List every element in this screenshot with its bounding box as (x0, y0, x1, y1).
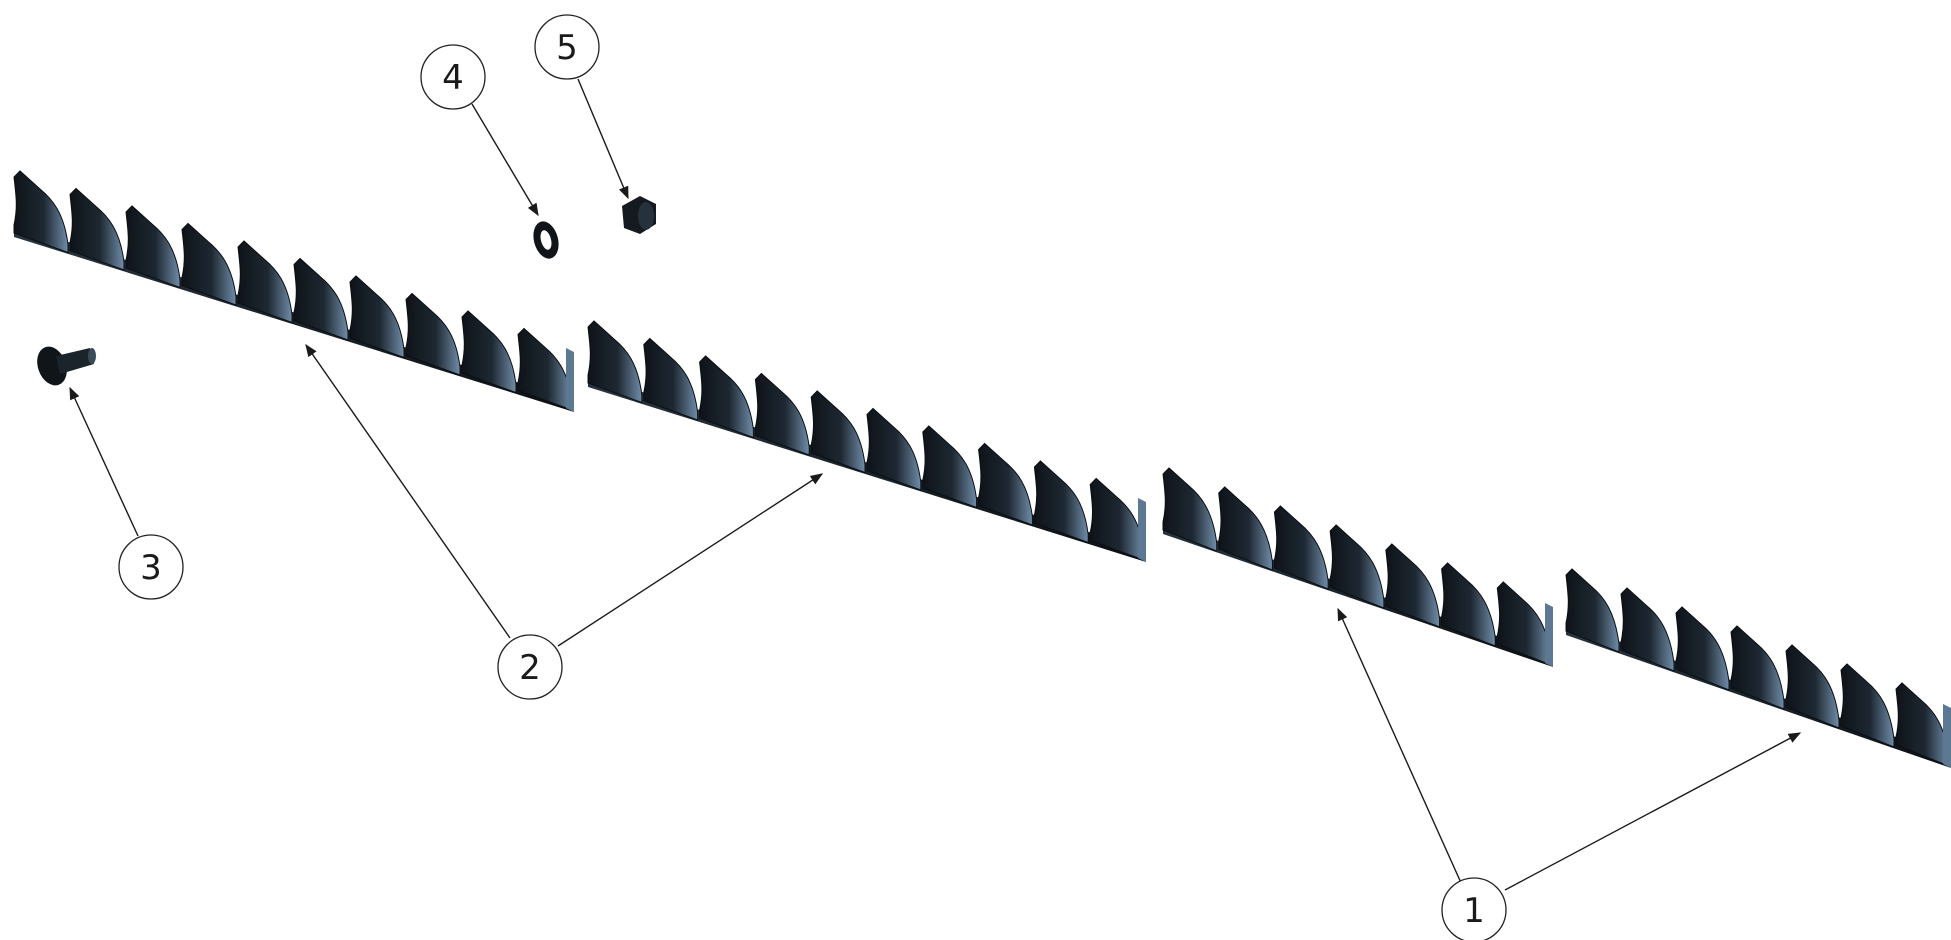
callout-1: 1 (1441, 877, 1507, 940)
rack-tooth (13, 170, 69, 254)
rack-tooth (1273, 505, 1329, 590)
rack-tooth (181, 222, 237, 306)
rack-segment-1b (1565, 568, 1951, 768)
rack-segment-1a (1162, 467, 1553, 667)
callout-2-label: 2 (519, 648, 541, 688)
rack-tooth (1675, 606, 1730, 691)
rack-segment-2b (587, 320, 1146, 562)
leader-4 (471, 103, 539, 217)
callout-4-label: 4 (442, 58, 464, 98)
leader-2a (305, 343, 511, 639)
rack-tooth (810, 390, 866, 474)
rack-tooth (587, 320, 643, 404)
callout-4-circle (420, 44, 486, 110)
rack-end-plate (1545, 603, 1553, 667)
rack-segments (13, 170, 1951, 768)
washer-part (533, 221, 559, 259)
rack-tooth (1895, 682, 1950, 767)
rack-tooth (1785, 644, 1840, 729)
rack-tooth (866, 407, 922, 491)
rack-tooth (405, 292, 461, 376)
rack-tooth (125, 205, 181, 289)
callout-5-circle (534, 14, 600, 80)
callout-3-label: 3 (140, 548, 162, 588)
rack-tooth (643, 337, 699, 421)
callout-5-label: 5 (556, 28, 578, 68)
rack-end-plate (566, 348, 574, 412)
rack-tooth (1620, 587, 1675, 672)
callout-3: 3 (118, 534, 184, 600)
rack-tooth (293, 257, 349, 341)
callout-5: 5 (534, 14, 600, 80)
leader-3 (69, 386, 139, 537)
leader-1b (1504, 732, 1802, 891)
nut-part (622, 196, 656, 234)
rack-tooth (1089, 477, 1145, 561)
rack-end-plate (1943, 704, 1951, 768)
callout-3-circle (118, 534, 184, 600)
leader-5 (577, 78, 629, 200)
rack-end-plate (1138, 498, 1146, 562)
rack-tooth (1730, 625, 1785, 710)
callout-1-label: 1 (1463, 891, 1485, 931)
rack-tooth (922, 425, 978, 509)
leader-1a (1337, 607, 1463, 886)
callout-1-circle (1441, 877, 1507, 940)
rack-tooth (1218, 486, 1273, 571)
rack-tooth (1033, 460, 1089, 544)
rack-tooth (1840, 663, 1895, 748)
callout-2-circle (497, 634, 563, 700)
rack-tooth (1565, 568, 1620, 653)
leader-lines (69, 78, 1802, 891)
rack-tooth (699, 355, 754, 439)
rack-tooth (237, 240, 293, 324)
rack-tooth (1496, 581, 1552, 666)
rack-tooth (754, 372, 810, 456)
rack-tooth (461, 310, 517, 394)
rack-segment-2a (13, 170, 574, 412)
leader-2b (557, 473, 824, 647)
rack-tooth (1385, 543, 1441, 628)
rack-tooth (1329, 524, 1385, 609)
callout-4: 4 (420, 44, 486, 110)
rack-tooth (517, 327, 573, 411)
rack-tooth (349, 275, 405, 359)
bolt-part (37, 346, 96, 386)
rack-tooth (978, 442, 1033, 526)
rack-tooth (1441, 562, 1496, 647)
callout-2: 2 (497, 634, 563, 700)
rack-tooth (69, 187, 125, 271)
rack-tooth (1162, 467, 1218, 552)
